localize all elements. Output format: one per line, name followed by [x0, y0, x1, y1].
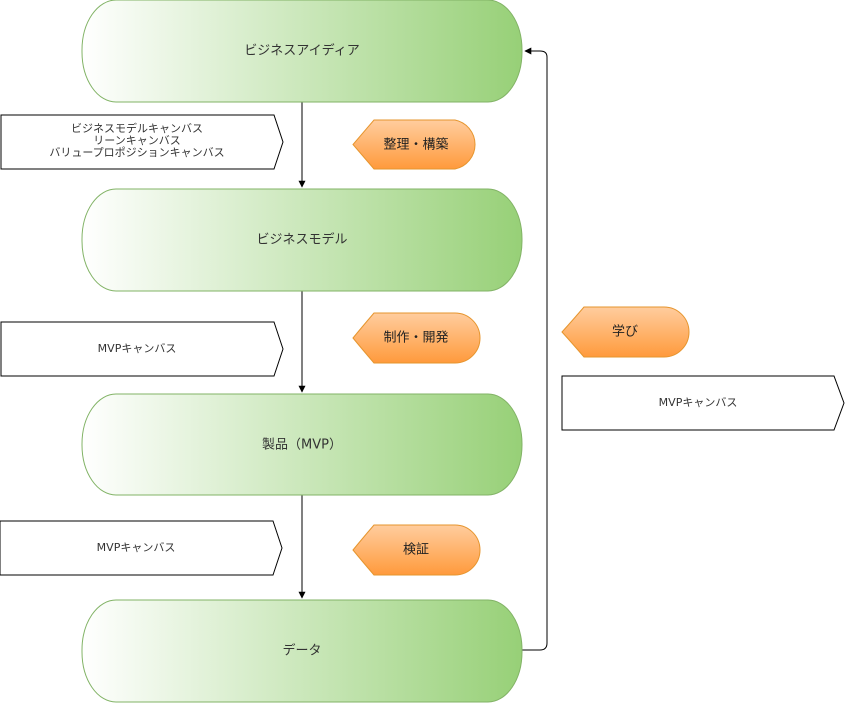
stage-label: データ [282, 643, 321, 659]
arrow-data-to-idea-feedback [522, 47, 548, 651]
note-mvp-3: MVPキャンバス [561, 375, 845, 431]
step-label: 学び [612, 324, 638, 340]
note-line: MVPキャンバス [659, 396, 738, 409]
stage-label: 製品（MVP） [262, 438, 342, 453]
step-build: 整理・構築 [352, 119, 476, 170]
step-verify: 検証 [352, 524, 481, 576]
stage-box [81, 393, 523, 496]
step-tag-shape [352, 312, 481, 364]
note-shape [0, 520, 283, 576]
stage-idea: ビジネスアイディア [81, 0, 523, 103]
note-mvp-2: MVPキャンバス [0, 520, 283, 576]
stage-business-model: ビジネスモデル [81, 188, 523, 292]
note-shape [561, 375, 845, 431]
note-mvp-1: MVPキャンバス [0, 321, 284, 377]
note-line: MVPキャンバス [97, 541, 176, 554]
note-shape [0, 114, 284, 170]
stage-box [81, 599, 523, 703]
stage-box [81, 0, 523, 103]
note-line: リーンキャンバス [93, 134, 180, 147]
note-line: バリュープロポジションキャンバス [49, 146, 224, 159]
step-label: 制作・開発 [383, 331, 448, 346]
note-line: MVPキャンバス [98, 342, 177, 355]
step-label: 検証 [403, 543, 429, 558]
connectors [298, 47, 548, 651]
stage-label: ビジネスモデル [256, 232, 347, 248]
step-label: 整理・構築 [383, 138, 448, 153]
step-learn: 学び [561, 306, 690, 358]
step-tag-shape [561, 306, 690, 358]
stage-label: ビジネスアイディア [244, 43, 359, 59]
step-tag-shape [352, 524, 481, 576]
stage-product: 製品（MVP） [81, 393, 523, 496]
step-develop: 制作・開発 [352, 312, 481, 364]
step-tag-shape [352, 119, 476, 170]
note-canvases: ビジネスモデルキャンバス リーンキャンバス バリュープロポジションキャンバス [0, 114, 284, 170]
note-shape [0, 321, 284, 377]
stage-data: データ [81, 599, 523, 703]
note-line: ビジネスモデルキャンバス [71, 121, 203, 135]
stage-box [81, 188, 523, 292]
